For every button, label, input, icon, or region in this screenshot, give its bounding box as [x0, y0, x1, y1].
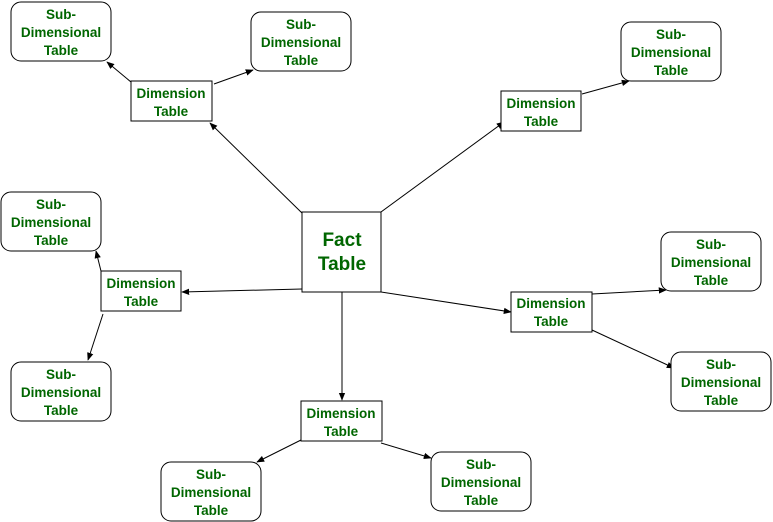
sub-dimensional-table-label-line-1: Sub- — [196, 467, 226, 482]
edge-dim-top-left-to-sub-2 — [213, 69, 254, 85]
dimension-table-box — [300, 400, 383, 442]
dimension-table-label-line-1: Dimension — [306, 406, 375, 421]
edge-dim-right-to-sub-7 — [591, 329, 675, 369]
dimension-table-label-line-2: Table — [124, 294, 159, 309]
sub-dimensional-table-box — [250, 11, 352, 72]
edge-fact-to-dim-right — [380, 291, 512, 315]
edge-dim-right-to-sub-6 — [591, 287, 667, 295]
fact-table-label-line-2: Table — [318, 254, 366, 275]
edge-fact-to-dim-top-left — [209, 122, 303, 214]
sub-dimensional-table-label-line-3: Table — [284, 53, 319, 68]
dimension-table-label-line-2: Table — [324, 424, 359, 439]
sub-dimensional-table-box — [430, 451, 532, 512]
sub-dimensional-table-label-line-3: Table — [194, 503, 229, 518]
sub-dimensional-table-label-line-1: Sub- — [706, 357, 736, 372]
sub-dimensional-table-label-line-3: Table — [704, 393, 739, 408]
dimension-table-label-line-2: Table — [524, 114, 559, 129]
dimension-table-label-line-1: Dimension — [506, 96, 575, 111]
edge-dim-bottom-to-sub-9 — [380, 442, 432, 459]
sub-dimensional-table-label-line-2: Dimensional — [671, 255, 751, 270]
dimension-table-label-line-1: Dimension — [136, 86, 205, 101]
sub-dimensional-table-box — [620, 21, 722, 82]
edge-fact-to-dim-left — [181, 288, 303, 296]
edge-dim-top-left-to-sub-1 — [106, 61, 132, 83]
dimension-table-box — [100, 270, 182, 312]
sub-dimensional-table-label-line-2: Dimensional — [261, 35, 341, 50]
sub-dimensional-table-box — [670, 351, 772, 412]
sub-dimensional-table-label-line-3: Table — [44, 403, 79, 418]
sub-dimensional-table-label-line-1: Sub- — [36, 197, 66, 212]
fact-table-label-line-1: Fact — [322, 230, 362, 251]
sub-dimensional-table-label-line-1: Sub- — [656, 27, 686, 42]
edge-dim-bottom-to-sub-8 — [256, 439, 302, 463]
sub-dimensional-table-box — [660, 231, 762, 292]
edge-dim-left-to-sub-5 — [87, 313, 104, 361]
sub-dimensional-table-label-line-2: Dimensional — [441, 475, 521, 490]
sub-dimensional-table-label-line-3: Table — [654, 63, 689, 78]
sub-dimensional-table-label-line-1: Sub- — [286, 17, 316, 32]
dimension-table-label-line-1: Dimension — [106, 276, 175, 291]
dimension-table-box — [510, 291, 593, 333]
sub-dimensional-table-label-line-1: Sub- — [46, 7, 76, 22]
sub-dimensional-table-label-line-3: Table — [34, 233, 69, 248]
sub-dimensional-table-box — [10, 361, 112, 422]
dimension-table-label-line-2: Table — [154, 104, 189, 119]
sub-dimensional-table-label-line-2: Dimensional — [21, 385, 101, 400]
sub-dimensional-table-label-line-1: Sub- — [46, 367, 76, 382]
edge-dim-top-right-to-sub-3 — [581, 79, 630, 95]
dimension-table-label-line-1: Dimension — [516, 296, 585, 311]
sub-dimensional-table-label-line-3: Table — [694, 273, 729, 288]
edges — [87, 61, 675, 463]
edge-fact-to-dim-top-right — [380, 121, 505, 213]
dimension-table-box — [130, 80, 213, 122]
sub-dimensional-table-label-line-3: Table — [464, 493, 499, 508]
sub-dimensional-table-box — [10, 1, 112, 62]
edge-dim-left-to-sub-4 — [94, 250, 102, 272]
fact-table-box — [301, 211, 382, 293]
labels: Fact Table Dimension Table Dimension Tab… — [11, 7, 761, 518]
sub-dimensional-table-label-line-2: Dimensional — [11, 215, 91, 230]
dimension-table-box — [500, 90, 582, 132]
sub-dimensional-table-label-line-1: Sub- — [696, 237, 726, 252]
sub-dimensional-table-label-line-3: Table — [44, 43, 79, 58]
sub-dimensional-table-box — [160, 461, 262, 522]
sub-dimensional-table-label-line-1: Sub- — [466, 457, 496, 472]
sub-dimensional-table-box — [0, 191, 102, 252]
sub-dimensional-table-label-line-2: Dimensional — [21, 25, 101, 40]
sub-dimensional-table-label-line-2: Dimensional — [631, 45, 711, 60]
sub-dimensional-table-label-line-2: Dimensional — [171, 485, 251, 500]
dimension-table-label-line-2: Table — [534, 314, 569, 329]
sub-dimensional-table-label-line-2: Dimensional — [681, 375, 761, 390]
